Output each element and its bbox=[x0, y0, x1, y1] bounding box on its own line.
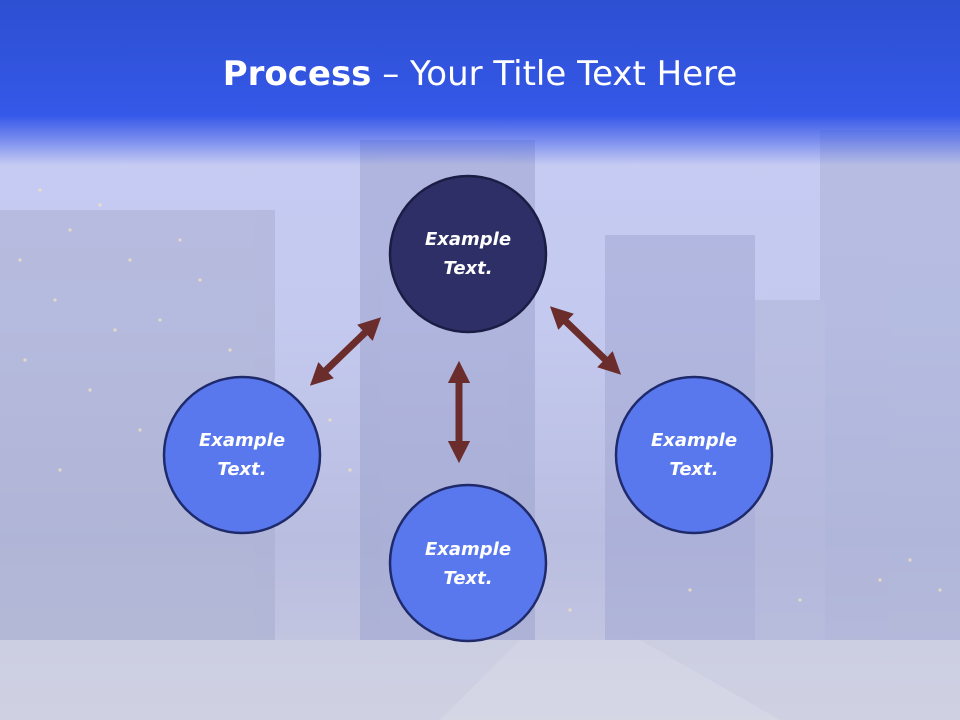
title-rest: – Your Title Text Here bbox=[371, 54, 738, 94]
node-left-line1: Example bbox=[198, 430, 286, 451]
node-top-circle bbox=[388, 174, 548, 334]
node-right-line1: Example bbox=[650, 430, 738, 451]
node-left-circle bbox=[162, 375, 322, 535]
node-top-line2: Text. bbox=[443, 258, 493, 279]
slide-title: Process – Your Title Text Here bbox=[0, 52, 960, 96]
arrow-top-left bbox=[309, 317, 382, 386]
node-top-line1: Example bbox=[424, 229, 512, 250]
node-left-label: Example Text. bbox=[162, 426, 322, 484]
node-bottom-line2: Text. bbox=[443, 568, 493, 589]
node-bottom-label: Example Text. bbox=[388, 535, 548, 593]
node-bottom-line1: Example bbox=[424, 539, 512, 560]
node-right-label: Example Text. bbox=[614, 426, 774, 484]
node-right-circle bbox=[614, 375, 774, 535]
arrow-top-right bbox=[549, 306, 622, 375]
title-bold: Process bbox=[222, 54, 372, 94]
node-left-line2: Text. bbox=[217, 459, 267, 480]
node-top-label: Example Text. bbox=[388, 225, 548, 283]
node-right-line2: Text. bbox=[669, 459, 719, 480]
node-bottom-circle bbox=[388, 483, 548, 643]
slide-header bbox=[0, 0, 960, 165]
